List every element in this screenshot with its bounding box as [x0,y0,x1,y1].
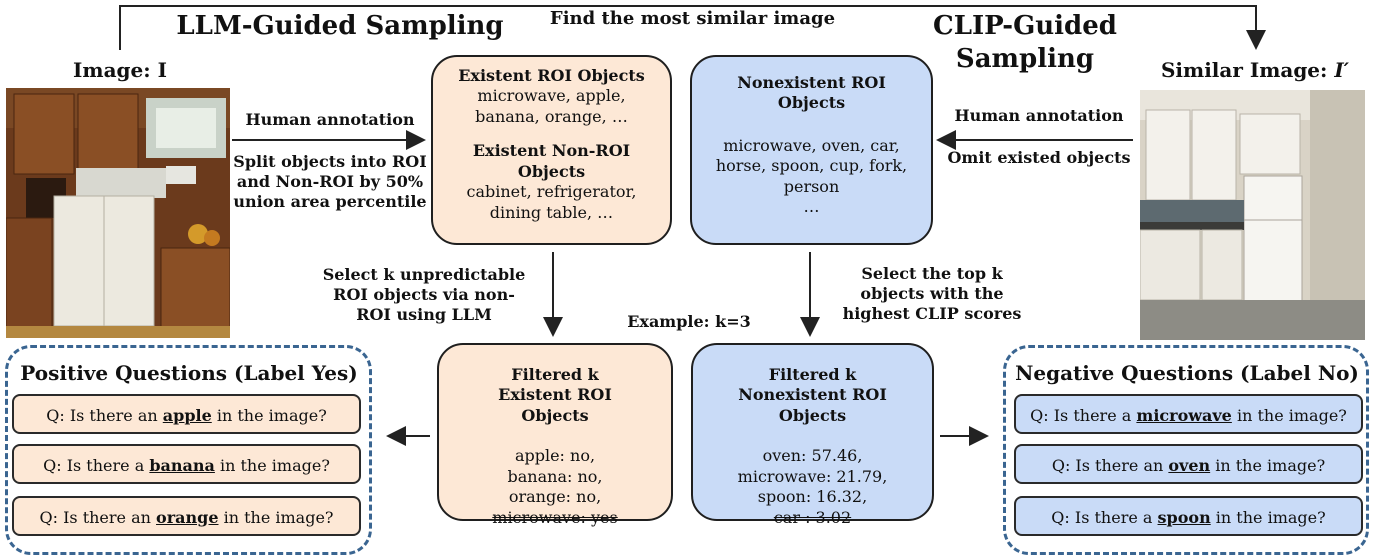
nonexistent-ellipsis: … [803,197,820,217]
positive-question-1: Q: Is there an apple in the image? [12,394,361,434]
split-objects-text: Split objects into ROI and Non-ROI by 50… [233,152,427,211]
filtered-nonexistent-row-2: microwave: 21.79, [737,466,888,486]
filtered-existent-row-3: orange: no, [508,487,602,507]
existent-nonroi-title: Existent Non-ROI Objects [472,141,631,181]
positive-questions-title: Positive Questions (Label Yes) [20,361,358,385]
select-clip-text: Select the top k objects with the highes… [842,264,1022,323]
similar-image-label-prefix: Similar Image: [1160,58,1335,82]
question-suffix: in the image? [1210,456,1326,475]
filtered-existent-box: Filtered k Existent ROI Objects apple: n… [437,343,673,527]
existent-nonroi-items: cabinet, refrigerator, dining table, … [466,182,637,222]
question-prefix: Q: Is there an [39,508,157,527]
nonexistent-roi-title: Nonexistent ROI Objects [737,73,886,113]
negative-question-2: Q: Is there an oven in the image? [1014,444,1363,484]
right-human-annotation: Human annotation [954,106,1124,125]
question-keyword: banana [149,456,215,475]
nonexistent-objects-box: Nonexistent ROI Objects microwave, oven,… [690,55,933,245]
negative-questions-panel [1003,345,1369,555]
question-keyword: orange [156,508,219,527]
select-llm-text: Select k unpredictable ROI objects via n… [322,265,526,324]
question-keyword: microwave [1136,406,1232,425]
left-human-annotation: Human annotation [245,110,415,129]
filtered-existent-struck: microwave: yes [492,507,618,527]
question-suffix: in the image? [1210,508,1326,527]
image-i-label: Image: I [73,58,167,82]
find-similar-arrow [119,5,1266,50]
llm-guided-title: LLM-Guided Sampling [176,11,504,41]
filtered-existent-title: Filtered k Existent ROI Objects [498,365,612,425]
existent-objects-box: Existent ROI Objects microwave, apple, b… [431,55,672,245]
question-prefix: Q: Is there an [46,406,163,425]
similar-kitchen-image [1140,90,1365,340]
nonexistent-roi-items: microwave, oven, car, horse, spoon, cup,… [715,135,908,196]
question-keyword: spoon [1157,508,1211,527]
question-prefix: Q: Is there an [1051,456,1169,475]
question-prefix: Q: Is there a [43,456,150,475]
filtered-existent-row-1: apple: no, [514,446,596,466]
existent-roi-items: microwave, apple, banana, orange, … [475,86,628,126]
omit-objects-text: Omit existed objects [947,148,1131,167]
question-prefix: Q: Is there a [1030,406,1137,425]
positive-question-2: Q: Is there a banana in the image? [12,444,361,484]
positive-question-3: Q: Is there an orange in the image? [12,496,361,536]
filtered-nonexistent-struck: car : 3.02 [773,507,852,527]
filtered-nonexistent-box: Filtered k Nonexistent ROI Objects oven:… [691,343,934,527]
filtered-nonexistent-row-1: oven: 57.46, [762,446,863,466]
filtered-nonexistent-row-3: spoon: 16.32, [757,487,868,507]
existent-roi-title: Existent ROI Objects [458,66,645,85]
question-keyword: apple [162,406,212,425]
question-prefix: Q: Is there a [1051,508,1158,527]
find-similar-label: Find the most similar image [549,8,836,29]
filtered-existent-row-2: banana: no, [507,466,603,486]
question-suffix: in the image? [1231,406,1347,425]
similar-image-label: Similar Image: I′ [1150,58,1360,83]
example-k-text: Example: k=3 [627,312,751,331]
negative-question-1: Q: Is there a microwave in the image? [1014,394,1363,434]
negative-question-3: Q: Is there a spoon in the image? [1014,496,1363,536]
negative-questions-title: Negative Questions (Label No) [1015,361,1359,385]
similar-image-label-var: I′ [1334,58,1350,82]
question-keyword: oven [1168,456,1211,475]
question-suffix: in the image? [211,406,327,425]
question-suffix: in the image? [218,508,334,527]
clip-guided-title: CLIP-Guided Sampling [933,11,1117,74]
question-suffix: in the image? [214,456,330,475]
kitchen-image [6,88,230,338]
positive-questions-panel [5,345,372,555]
filtered-nonexistent-title: Filtered k Nonexistent ROI Objects [738,365,887,425]
